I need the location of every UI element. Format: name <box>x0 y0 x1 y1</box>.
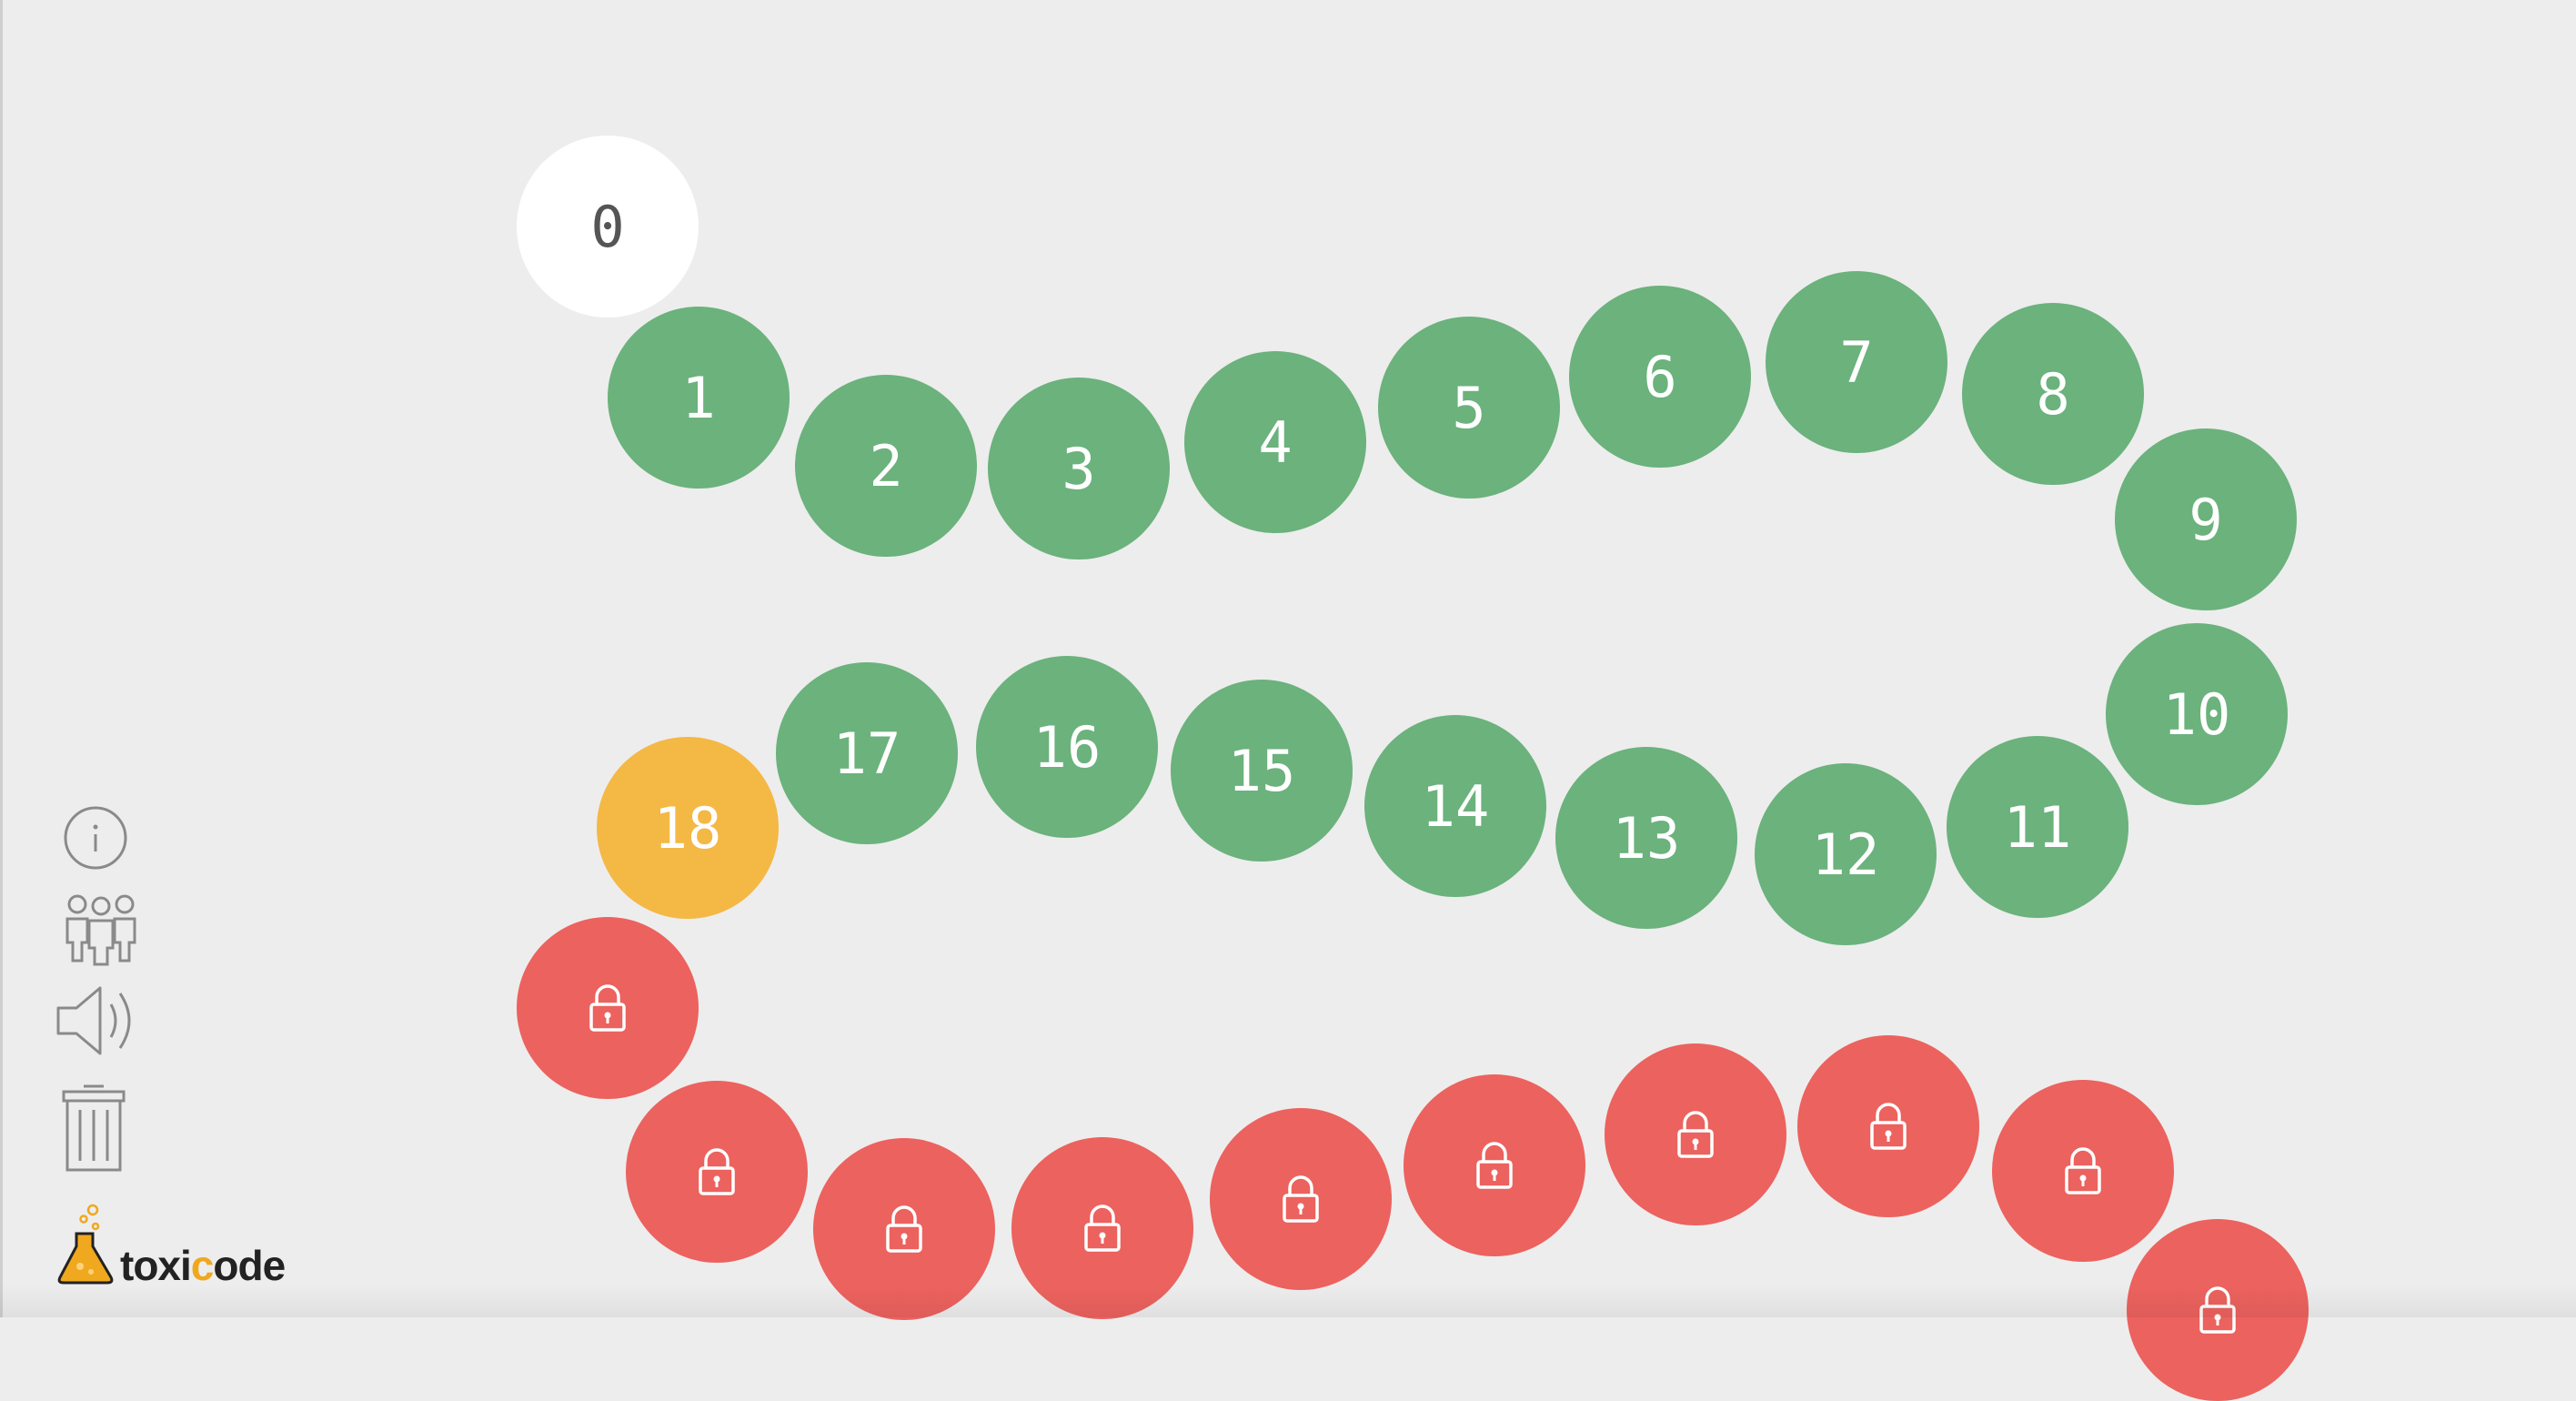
level-28-button[interactable] <box>2127 1219 2309 1401</box>
logo-wordmark: toxicode <box>120 1242 286 1289</box>
level-5-button[interactable]: 5 <box>1378 317 1560 499</box>
level-8-button[interactable]: 8 <box>1962 303 2144 485</box>
lock-icon <box>589 984 626 1032</box>
trash-icon[interactable] <box>60 1081 127 1175</box>
lock-icon <box>2065 1147 2101 1194</box>
level-number: 11 <box>2003 793 2072 861</box>
people-icon[interactable] <box>64 892 138 966</box>
level-9-button[interactable]: 9 <box>2115 428 2297 610</box>
level-1-button[interactable]: 1 <box>608 307 790 489</box>
level-number: 4 <box>1258 408 1293 476</box>
level-19-button[interactable] <box>517 917 699 1099</box>
level-22-button[interactable] <box>1011 1137 1193 1319</box>
toxicode-logo: toxicode <box>56 1203 286 1289</box>
level-number: 14 <box>1421 772 1490 840</box>
level-number: 0 <box>590 193 625 260</box>
level-14-button[interactable]: 14 <box>1364 715 1546 897</box>
level-number: 6 <box>1643 343 1677 410</box>
level-6-button[interactable]: 6 <box>1569 286 1751 468</box>
level-26-button[interactable] <box>1797 1035 1979 1217</box>
level-10-button[interactable]: 10 <box>2106 623 2288 805</box>
level-number: 13 <box>1612 804 1681 872</box>
level-20-button[interactable] <box>626 1081 808 1263</box>
lock-icon <box>1084 1204 1121 1252</box>
level-11-button[interactable]: 11 <box>1947 736 2128 918</box>
level-15-button[interactable]: 15 <box>1171 680 1353 862</box>
level-number: 9 <box>2189 486 2223 553</box>
level-number: 1 <box>681 364 716 431</box>
info-icon[interactable] <box>62 804 129 872</box>
speaker-icon[interactable] <box>55 981 142 1061</box>
level-17-button[interactable]: 17 <box>776 662 958 844</box>
level-number: 15 <box>1227 737 1296 804</box>
lock-icon <box>886 1205 922 1253</box>
level-number: 7 <box>1839 328 1874 396</box>
level-18-button[interactable]: 18 <box>597 737 779 919</box>
level-12-button[interactable]: 12 <box>1755 763 1937 945</box>
level-3-button[interactable]: 3 <box>988 378 1170 559</box>
level-4-button[interactable]: 4 <box>1184 351 1366 533</box>
level-2-button[interactable]: 2 <box>795 375 977 557</box>
lock-icon <box>1677 1111 1714 1158</box>
level-21-button[interactable] <box>813 1138 995 1320</box>
level-number: 5 <box>1452 374 1486 441</box>
window-edge <box>0 0 3 1317</box>
level-number: 18 <box>653 794 722 862</box>
level-0-button[interactable]: 0 <box>517 136 699 317</box>
level-number: 10 <box>2162 680 2231 748</box>
lock-icon <box>1283 1175 1319 1223</box>
level-24-button[interactable] <box>1404 1074 1585 1256</box>
level-number: 8 <box>2036 360 2070 428</box>
level-number: 12 <box>1811 821 1880 888</box>
flask-logo-icon <box>57 1204 114 1285</box>
level-number: 17 <box>832 720 901 787</box>
level-7-button[interactable]: 7 <box>1766 271 1947 453</box>
lock-icon <box>1870 1103 1907 1150</box>
level-27-button[interactable] <box>1992 1080 2174 1262</box>
level-23-button[interactable] <box>1210 1108 1392 1290</box>
lock-icon <box>699 1148 735 1195</box>
lock-icon <box>1476 1142 1513 1189</box>
level-25-button[interactable] <box>1605 1043 1786 1225</box>
level-13-button[interactable]: 13 <box>1555 747 1737 929</box>
lock-icon <box>2199 1286 2236 1334</box>
level-number: 16 <box>1032 713 1102 781</box>
level-number: 3 <box>1062 435 1096 502</box>
level-number: 2 <box>869 432 903 499</box>
level-16-button[interactable]: 16 <box>976 656 1158 838</box>
